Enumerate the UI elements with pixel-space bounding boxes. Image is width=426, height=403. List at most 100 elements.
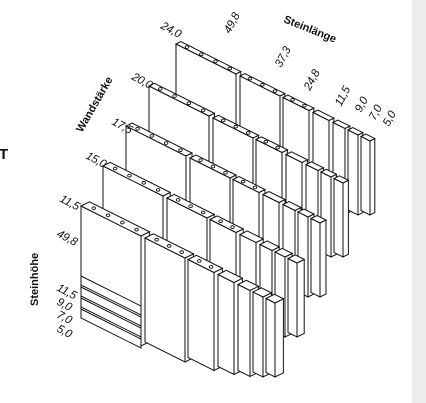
brick-side-face bbox=[274, 297, 284, 378]
brick-hole bbox=[230, 225, 235, 230]
brick-hole bbox=[178, 148, 183, 153]
brick-top-face bbox=[124, 122, 194, 157]
brick-length-label-50: 5,0 bbox=[381, 109, 399, 129]
brick-top-face bbox=[174, 41, 242, 75]
brick-top-face bbox=[264, 293, 285, 304]
brick-hole bbox=[158, 87, 163, 91]
brick-front-face bbox=[265, 297, 276, 378]
brick-top-face bbox=[319, 168, 338, 178]
brick-top-face bbox=[359, 133, 376, 142]
brick-hole bbox=[149, 134, 155, 138]
brick-hole bbox=[213, 59, 218, 64]
brick-hole bbox=[208, 265, 214, 269]
brick-front-face bbox=[237, 283, 251, 378]
brick-hole bbox=[135, 126, 140, 131]
brick-hole bbox=[260, 82, 265, 87]
brick-top-face bbox=[284, 151, 309, 164]
brick-front-face bbox=[347, 129, 359, 216]
brick-side-face bbox=[369, 137, 376, 216]
brick-hole bbox=[240, 179, 246, 184]
brick-length-label-498: 49,8 bbox=[222, 10, 243, 35]
brick-hole bbox=[220, 118, 226, 123]
brick-top-face bbox=[261, 190, 287, 204]
brick-front-face bbox=[360, 135, 371, 216]
brick-hole bbox=[112, 166, 118, 171]
brick-front-face bbox=[217, 273, 235, 376]
right-scroll-strip bbox=[412, 0, 426, 403]
brick-length-label-115: 11,5 bbox=[333, 84, 354, 108]
brick-front-face bbox=[310, 217, 321, 298]
cropped-letter: T bbox=[0, 146, 9, 163]
brick-hole bbox=[245, 131, 251, 135]
brick-hole bbox=[120, 220, 125, 225]
height-plate bbox=[80, 308, 142, 349]
brick-hole bbox=[223, 170, 228, 175]
brick-front-face bbox=[187, 258, 215, 372]
brick-hole bbox=[184, 45, 190, 49]
brick-side-face bbox=[319, 219, 327, 298]
brick-hole bbox=[197, 259, 202, 263]
brick-hole bbox=[302, 103, 307, 108]
brick-hole bbox=[163, 141, 169, 145]
brick-top-face bbox=[331, 119, 351, 130]
brick-hole bbox=[263, 139, 269, 144]
brick-top-face bbox=[101, 161, 172, 197]
brick-hole bbox=[227, 66, 233, 71]
brick-hole bbox=[210, 164, 216, 169]
brick-top-face bbox=[286, 254, 306, 264]
brick-hole bbox=[154, 237, 159, 242]
brick-height-label-50: 5,0 bbox=[55, 323, 75, 341]
brick-top-face bbox=[296, 208, 316, 218]
brick-hole bbox=[166, 244, 172, 248]
brick-top-face bbox=[251, 287, 273, 298]
brick-hole bbox=[179, 250, 184, 254]
brick-top-face bbox=[236, 279, 260, 292]
brick-hole bbox=[275, 145, 280, 150]
brick-top-face bbox=[281, 200, 303, 212]
height-plate bbox=[80, 297, 142, 338]
wall-thickness-label-115: 11,5 bbox=[58, 193, 82, 214]
axis-label-brick-length: Steinlänge bbox=[282, 14, 338, 46]
brick-hole bbox=[252, 185, 258, 190]
brick-grid bbox=[79, 41, 376, 378]
brick-length-label-248: 24,8 bbox=[302, 67, 323, 93]
brick-hole bbox=[186, 101, 192, 106]
brick-top-face bbox=[258, 240, 281, 252]
brick-hole bbox=[200, 108, 206, 113]
brick-hole bbox=[198, 158, 203, 163]
brick-hole bbox=[141, 180, 146, 185]
brick-size-diagram: Wandstärke Steinlänge Steinhöhe 24,0 20,… bbox=[29, 10, 399, 378]
brick-side-face bbox=[296, 258, 305, 338]
brick-hole bbox=[199, 52, 204, 57]
brick-top-face bbox=[147, 82, 216, 117]
brick-hole bbox=[218, 219, 223, 224]
height-plate bbox=[80, 275, 142, 316]
brick-hole bbox=[188, 204, 193, 209]
wall-thickness-label-24: 24,0 bbox=[158, 20, 184, 41]
brick-front-face bbox=[333, 177, 344, 258]
brick-top-face bbox=[332, 175, 350, 184]
brick-hole bbox=[247, 76, 253, 81]
brick-top-face bbox=[208, 215, 245, 234]
brick-front-face bbox=[144, 237, 186, 363]
brick-hole bbox=[172, 94, 177, 98]
axis-label-brick-height: Steinhöhe bbox=[29, 253, 41, 306]
brick-height-label-498: 49,8 bbox=[55, 228, 80, 249]
brick-front-face bbox=[252, 291, 264, 378]
brick-length-label-90: 9,0 bbox=[353, 95, 371, 115]
brick-hole bbox=[200, 210, 206, 215]
brick-top-face bbox=[216, 269, 244, 284]
brick-top-face bbox=[311, 109, 335, 122]
brick-top-face bbox=[309, 214, 328, 224]
brick-hole bbox=[233, 124, 238, 129]
brick-top-face bbox=[304, 161, 325, 172]
brick-top-face bbox=[231, 175, 267, 194]
brick-side-face bbox=[342, 179, 349, 258]
brick-hole bbox=[155, 188, 161, 192]
brick-front-face bbox=[287, 257, 298, 338]
height-plate bbox=[80, 286, 142, 327]
brick-length-label-373: 37,3 bbox=[273, 44, 294, 69]
brick-hole bbox=[127, 173, 132, 178]
brick-hole bbox=[91, 206, 97, 211]
brick-top-face bbox=[346, 127, 364, 136]
